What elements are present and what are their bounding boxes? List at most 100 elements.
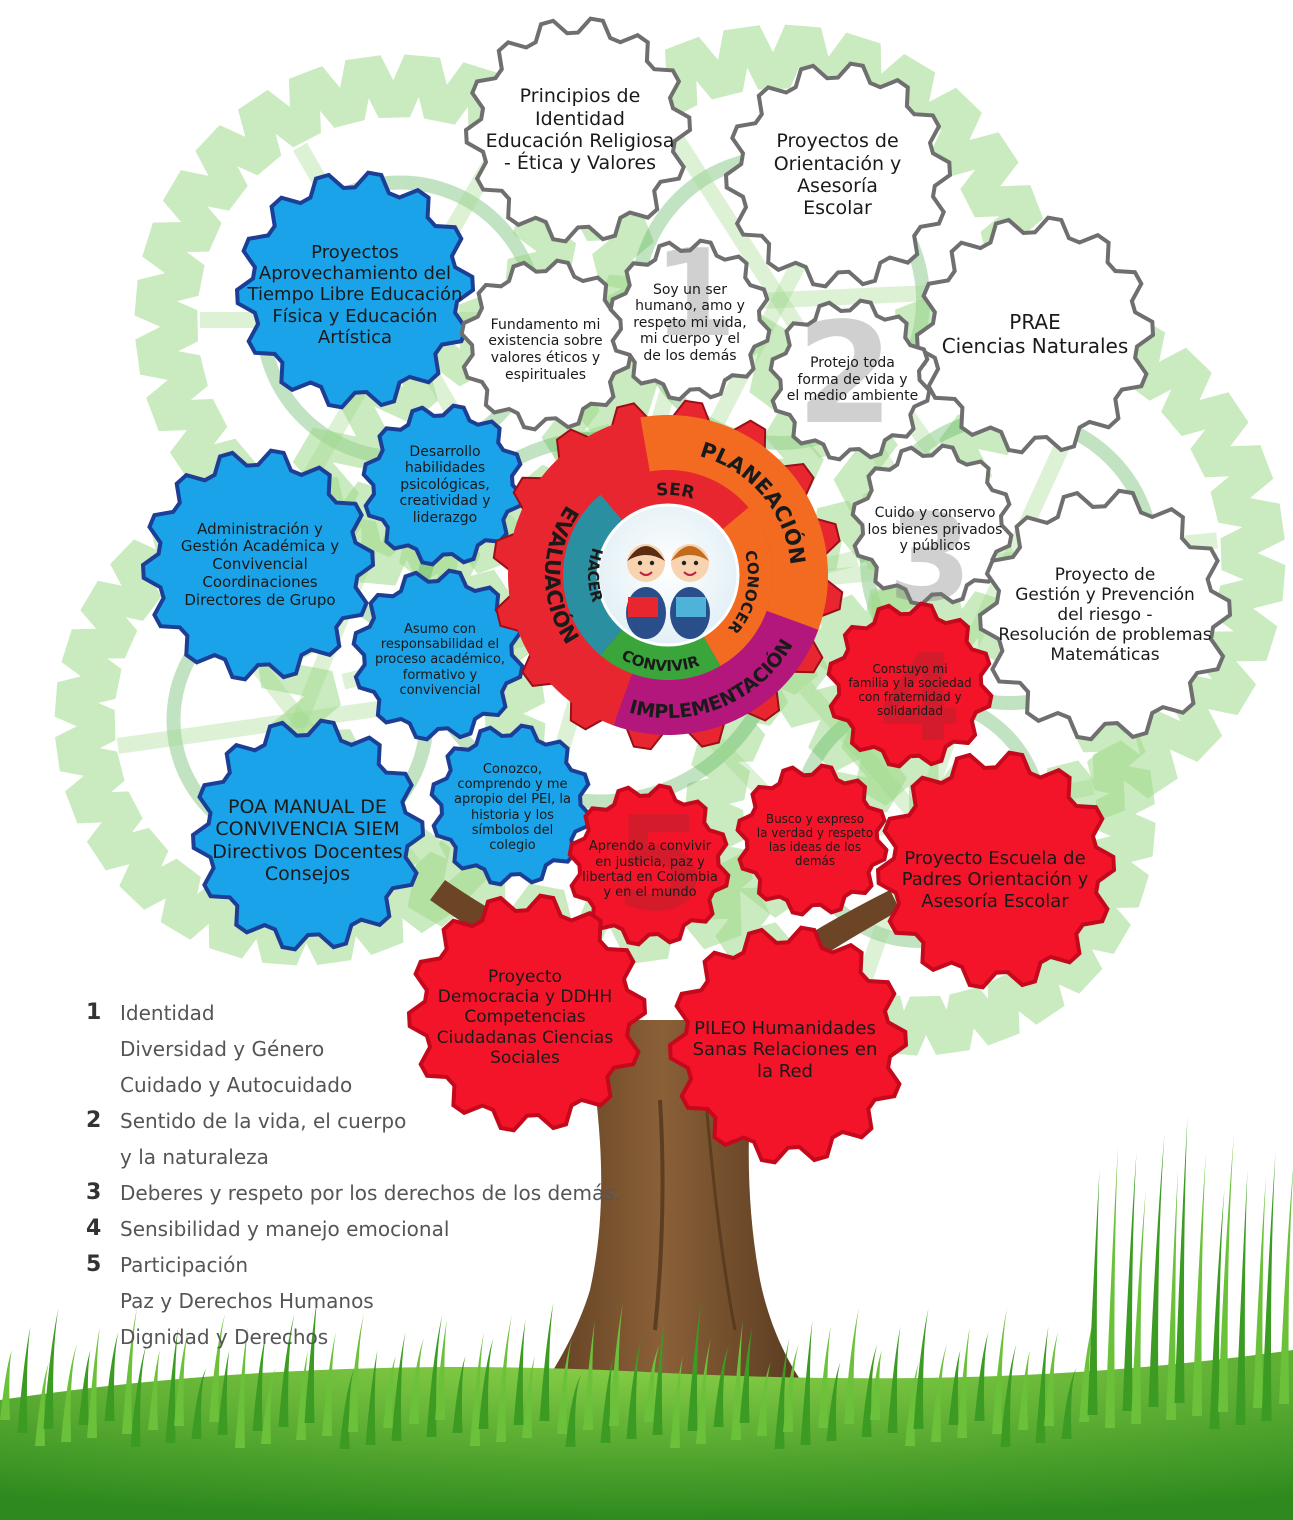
grass-blade <box>1035 1326 1049 1443</box>
grass-blade <box>609 1302 623 1426</box>
grass-blade <box>1235 1170 1248 1425</box>
grass-blade <box>322 1332 336 1436</box>
grass-blade <box>948 1350 961 1425</box>
grass-blade <box>43 1308 59 1429</box>
grass-blade <box>870 1350 882 1420</box>
grass-blade <box>1079 1314 1095 1422</box>
grass-blade <box>600 1356 614 1443</box>
grass-blade <box>217 1350 230 1435</box>
grass-blade <box>0 1350 12 1420</box>
grass-blade <box>1018 1350 1030 1430</box>
legend-line: Identidad <box>120 1001 215 1025</box>
grass-blade <box>757 1362 771 1436</box>
grass-blade <box>148 1350 160 1430</box>
book-icon <box>628 597 658 617</box>
grass-blade <box>1131 1188 1146 1424</box>
grass-blade <box>78 1350 91 1425</box>
grass-blade <box>565 1374 582 1447</box>
grass-blade <box>913 1308 929 1429</box>
hub-label-hacer: HACER <box>584 546 607 605</box>
grass-blade <box>278 1314 295 1427</box>
grass-blade <box>713 1344 730 1427</box>
gear-democracia <box>406 893 648 1133</box>
grass-blade <box>339 1368 355 1449</box>
gear-orientacion <box>723 61 953 289</box>
grass-blade <box>1174 1116 1188 1403</box>
legend-item: 4 Sensibilidad y manejo emocional <box>86 1211 646 1247</box>
grass-blade <box>957 1326 970 1438</box>
book-icon <box>676 597 706 617</box>
grass-blade <box>783 1344 799 1432</box>
grass-blade <box>739 1326 753 1423</box>
grass-blade <box>104 1332 119 1421</box>
grass-blade <box>130 1344 147 1447</box>
gear-aprovechamiento <box>234 170 476 410</box>
grass-blade <box>800 1320 813 1445</box>
grass-blade <box>887 1326 901 1433</box>
gear-construyo <box>826 601 994 769</box>
legend-line: Sensibilidad y manejo emocional <box>120 1217 450 1241</box>
grass-blade <box>409 1338 424 1424</box>
grass-blade <box>1192 1152 1206 1416</box>
grass-blade <box>174 1332 188 1426</box>
hub-label-ser: SER <box>655 480 696 504</box>
grass-blade <box>209 1314 225 1422</box>
grass-blade <box>191 1368 207 1439</box>
background-gear-spoke <box>660 120 787 305</box>
grass-blade <box>1253 1176 1266 1408</box>
grass-blade <box>1218 1134 1234 1412</box>
grass-blade <box>513 1320 526 1425</box>
grass-blade <box>731 1320 743 1440</box>
gear-prae <box>914 215 1156 455</box>
grass-blade <box>261 1368 276 1444</box>
legend-line: Paz y Derechos Humanos <box>120 1289 374 1313</box>
grass-blade <box>478 1338 494 1429</box>
gear-asumo <box>351 568 525 742</box>
grass-blade <box>626 1338 642 1439</box>
grass-blade <box>1000 1344 1017 1447</box>
grass-blade <box>1209 1188 1225 1429</box>
hub-implementacion-segment <box>613 610 819 736</box>
grass-blade <box>644 1344 660 1422</box>
gear-desarrollo <box>361 403 525 567</box>
grass-ground <box>0 1116 1293 1520</box>
grass-blade <box>235 1326 248 1448</box>
hub-ser-segment <box>600 470 749 531</box>
grass-blade <box>1087 1170 1100 1415</box>
grass-blade <box>1122 1152 1137 1411</box>
grass-blade <box>122 1308 137 1434</box>
grass-blade <box>1044 1332 1058 1426</box>
gear-protejo <box>768 298 932 462</box>
grass-blade <box>931 1344 947 1442</box>
grass-blade <box>1148 1134 1165 1407</box>
legend-line: Sentido de la vida, el cuerpo <box>120 1109 407 1133</box>
legend-line: Cuidado y Autocuidado <box>120 1073 353 1097</box>
grass-blade <box>1105 1146 1118 1428</box>
grass-blade <box>539 1302 554 1421</box>
legend-number: 2 <box>86 1108 102 1133</box>
grass-blade <box>652 1320 665 1435</box>
grass-blade <box>992 1308 1007 1434</box>
gear-administracion <box>140 448 376 682</box>
grass-blade <box>844 1308 859 1424</box>
gear-cuido <box>850 443 1014 607</box>
grass-blade <box>470 1332 484 1446</box>
legend-number: 4 <box>86 1216 102 1241</box>
grass-blade <box>1061 1368 1077 1439</box>
hub-planeacion-segment <box>640 415 828 630</box>
grass-blade <box>252 1332 267 1431</box>
legend-number: 1 <box>86 1000 102 1025</box>
gear-escuela-padres <box>875 750 1117 990</box>
gear-principios <box>463 16 693 244</box>
hub-center-children-illustration <box>596 503 740 647</box>
legend-line: Participación <box>120 1253 249 1277</box>
legend-number: 5 <box>86 1252 102 1277</box>
grass-blade <box>522 1356 535 1438</box>
grass-blade <box>365 1350 378 1445</box>
gear-pileo <box>667 925 909 1165</box>
grass-blade <box>348 1314 364 1432</box>
